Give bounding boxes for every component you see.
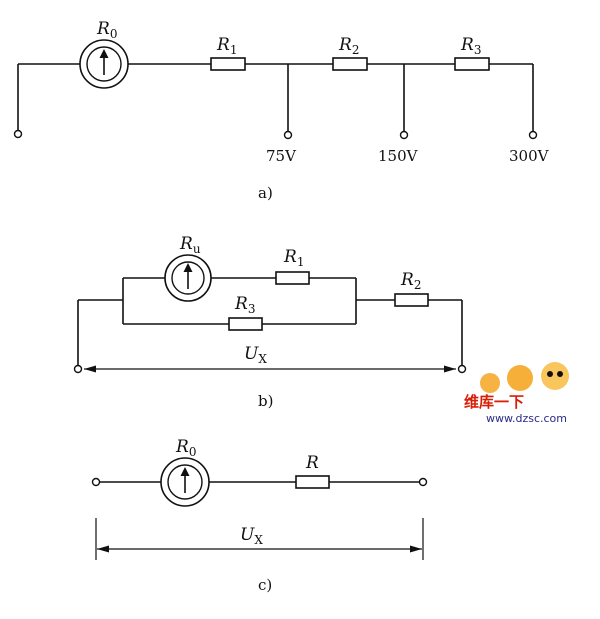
b-r3-label: R3 [234, 294, 255, 316]
terminal-b-right [457, 364, 467, 374]
meter-arrow-icon [183, 263, 193, 272]
resistor-b-r1 [275, 271, 310, 285]
arrow-left-icon [84, 365, 96, 373]
tap-150v-label: 150V [378, 147, 419, 165]
c-r-label: R [305, 453, 319, 473]
caption-a: a) [258, 184, 273, 202]
terminal-c-right [418, 477, 428, 487]
arrow-right-icon [444, 365, 456, 373]
r3-label: R3 [460, 35, 481, 57]
tap-75v-terminal [283, 130, 293, 140]
tap-300v-terminal [528, 130, 538, 140]
b-r1-label: R1 [283, 247, 304, 269]
watermark-text: 维库一下 [464, 393, 524, 411]
tap-150v-terminal [399, 130, 409, 140]
diagram-a: R0 R1 75V R2 150V R3 300V a) [13, 19, 550, 202]
diagram-b: Ru R1 R3 R2 UX b) [73, 234, 467, 410]
terminal-b-left [73, 364, 83, 374]
resistor-b-r2 [394, 293, 429, 307]
terminal-a-left [13, 129, 23, 139]
meter-arrow-icon [180, 467, 190, 476]
ux-label-b: UX [244, 344, 267, 366]
resistor-r2 [332, 57, 368, 71]
meter-b-label: Ru [179, 234, 201, 256]
resistor-r1 [210, 57, 246, 71]
caption-c: c) [258, 576, 272, 594]
meter-a-label: R0 [96, 19, 117, 41]
meter-c [160, 457, 210, 507]
meter-b [164, 254, 212, 302]
mascot-icon [507, 365, 533, 391]
caption-b: b) [258, 392, 273, 410]
mascot-icon [541, 362, 569, 390]
resistor-r3 [454, 57, 490, 71]
ux-label-c: UX [240, 525, 263, 547]
resistor-b-r3 [228, 317, 263, 331]
r1-label: R1 [216, 35, 237, 57]
arrow-right-icon [410, 545, 422, 553]
arrow-left-icon [97, 545, 109, 553]
mascot-icon [480, 373, 500, 393]
watermark-url: www.dzsc.com [486, 412, 567, 425]
tap-75v-label: 75V [266, 147, 297, 165]
r2-label: R2 [338, 35, 359, 57]
terminal-c-left [91, 477, 101, 487]
meter-c-label: R0 [175, 437, 196, 459]
tap-300v-label: 300V [509, 147, 550, 165]
watermark-logo: 维库一下 www.dzsc.com [464, 362, 569, 425]
meter-arrow-icon [99, 49, 109, 58]
meter-a [79, 39, 129, 89]
resistor-c-r [295, 475, 330, 489]
b-r2-label: R2 [400, 270, 421, 292]
diagram-c: R0 R UX c) [91, 437, 428, 594]
